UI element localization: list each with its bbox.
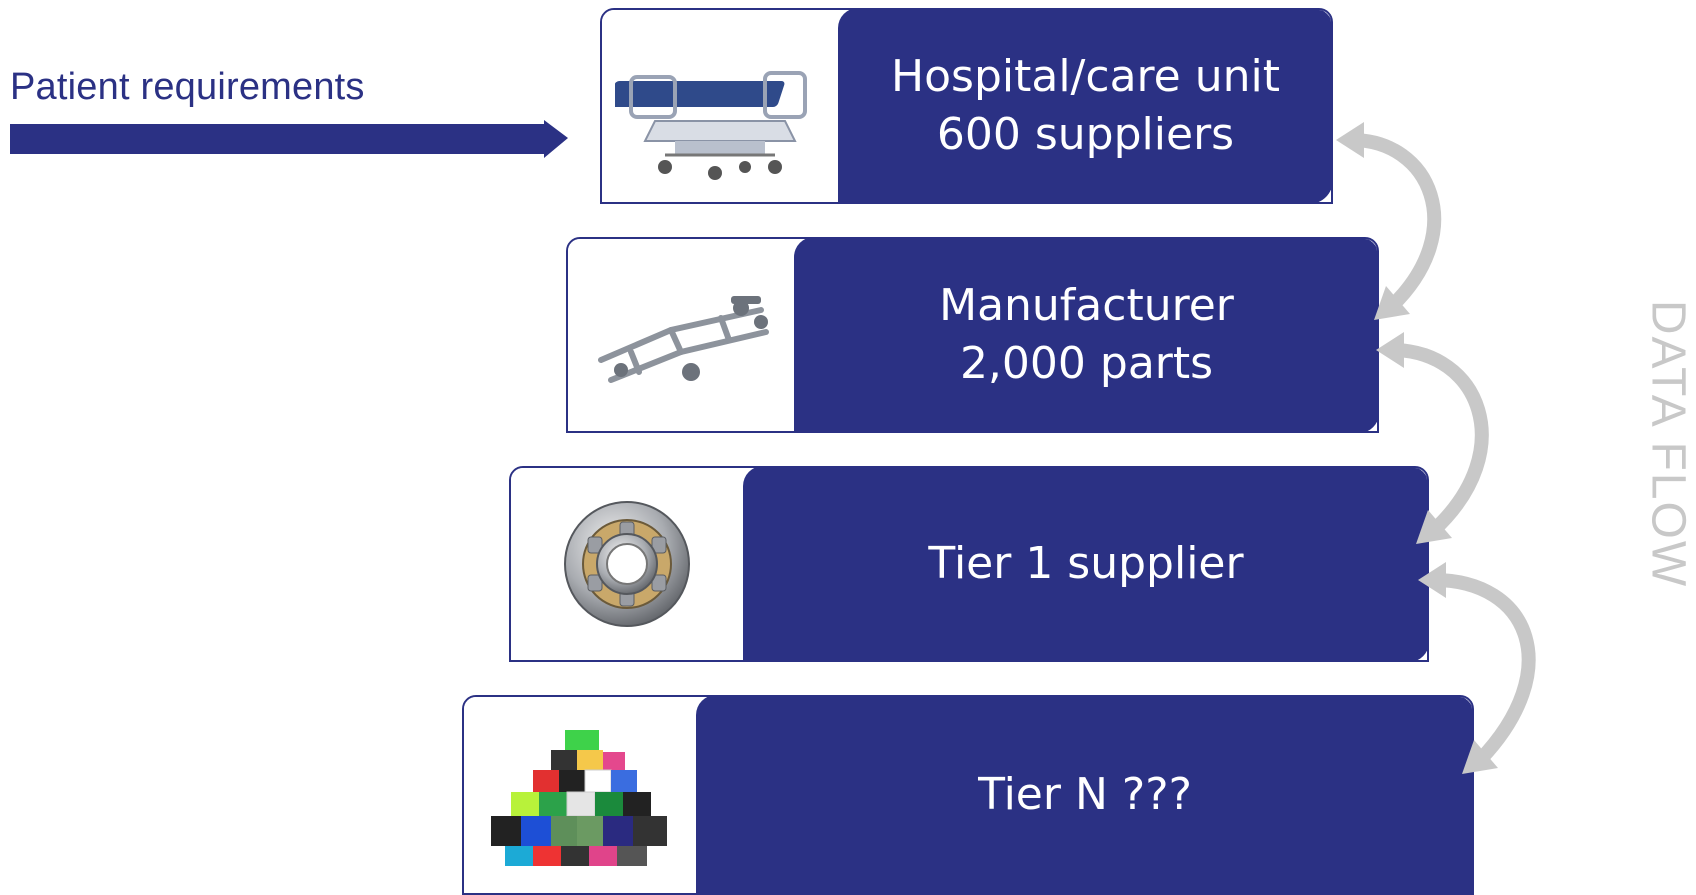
data-flow-label: DATA FLOW	[1641, 299, 1695, 589]
tier-tier1-supplier: Tier 1 supplier	[509, 466, 1429, 662]
tier-hospital: Hospital/care unit 600 suppliers	[600, 8, 1333, 204]
cubes-image	[464, 697, 696, 893]
bearing-image	[511, 468, 743, 660]
flow-arrow-tier1-tiern	[1427, 573, 1536, 767]
tier-manufacturer-title: Manufacturer	[939, 280, 1234, 331]
roller-bearing-icon	[564, 501, 690, 627]
flow-arrow-hospital-manufacturer	[1345, 133, 1442, 313]
requirements-arrow	[10, 120, 568, 158]
tier1-text-band: Tier 1 supplier	[743, 468, 1427, 660]
tier-manufacturer-parts: 2,000 parts	[959, 338, 1214, 389]
tier-tier1-title: Tier 1 supplier	[928, 538, 1244, 589]
data-flow-arrows	[1336, 122, 1536, 774]
tier-n-text-band: Tier N ???	[696, 697, 1472, 893]
tier-tier-n: Tier N ???	[462, 695, 1474, 895]
hospital-text-band: Hospital/care unit 600 suppliers	[838, 10, 1331, 202]
tier-hospital-title: Hospital/care unit	[891, 51, 1280, 102]
hospital-bed-image	[602, 10, 838, 202]
manufacturer-text-band: Manufacturer 2,000 parts	[794, 239, 1377, 431]
tier-n-title: Tier N ???	[978, 769, 1192, 820]
flow-arrow-manufacturer-tier1	[1385, 343, 1489, 537]
tier-manufacturer: Manufacturer 2,000 parts	[566, 237, 1379, 433]
patient-requirements-label: Patient requirements	[10, 66, 365, 108]
chassis-image	[568, 239, 794, 431]
hospital-bed-icon	[615, 71, 807, 180]
colored-cubes-icon	[491, 730, 667, 866]
bed-frame-icon	[598, 296, 769, 383]
tier-hospital-suppliers: 600 suppliers	[936, 109, 1235, 160]
